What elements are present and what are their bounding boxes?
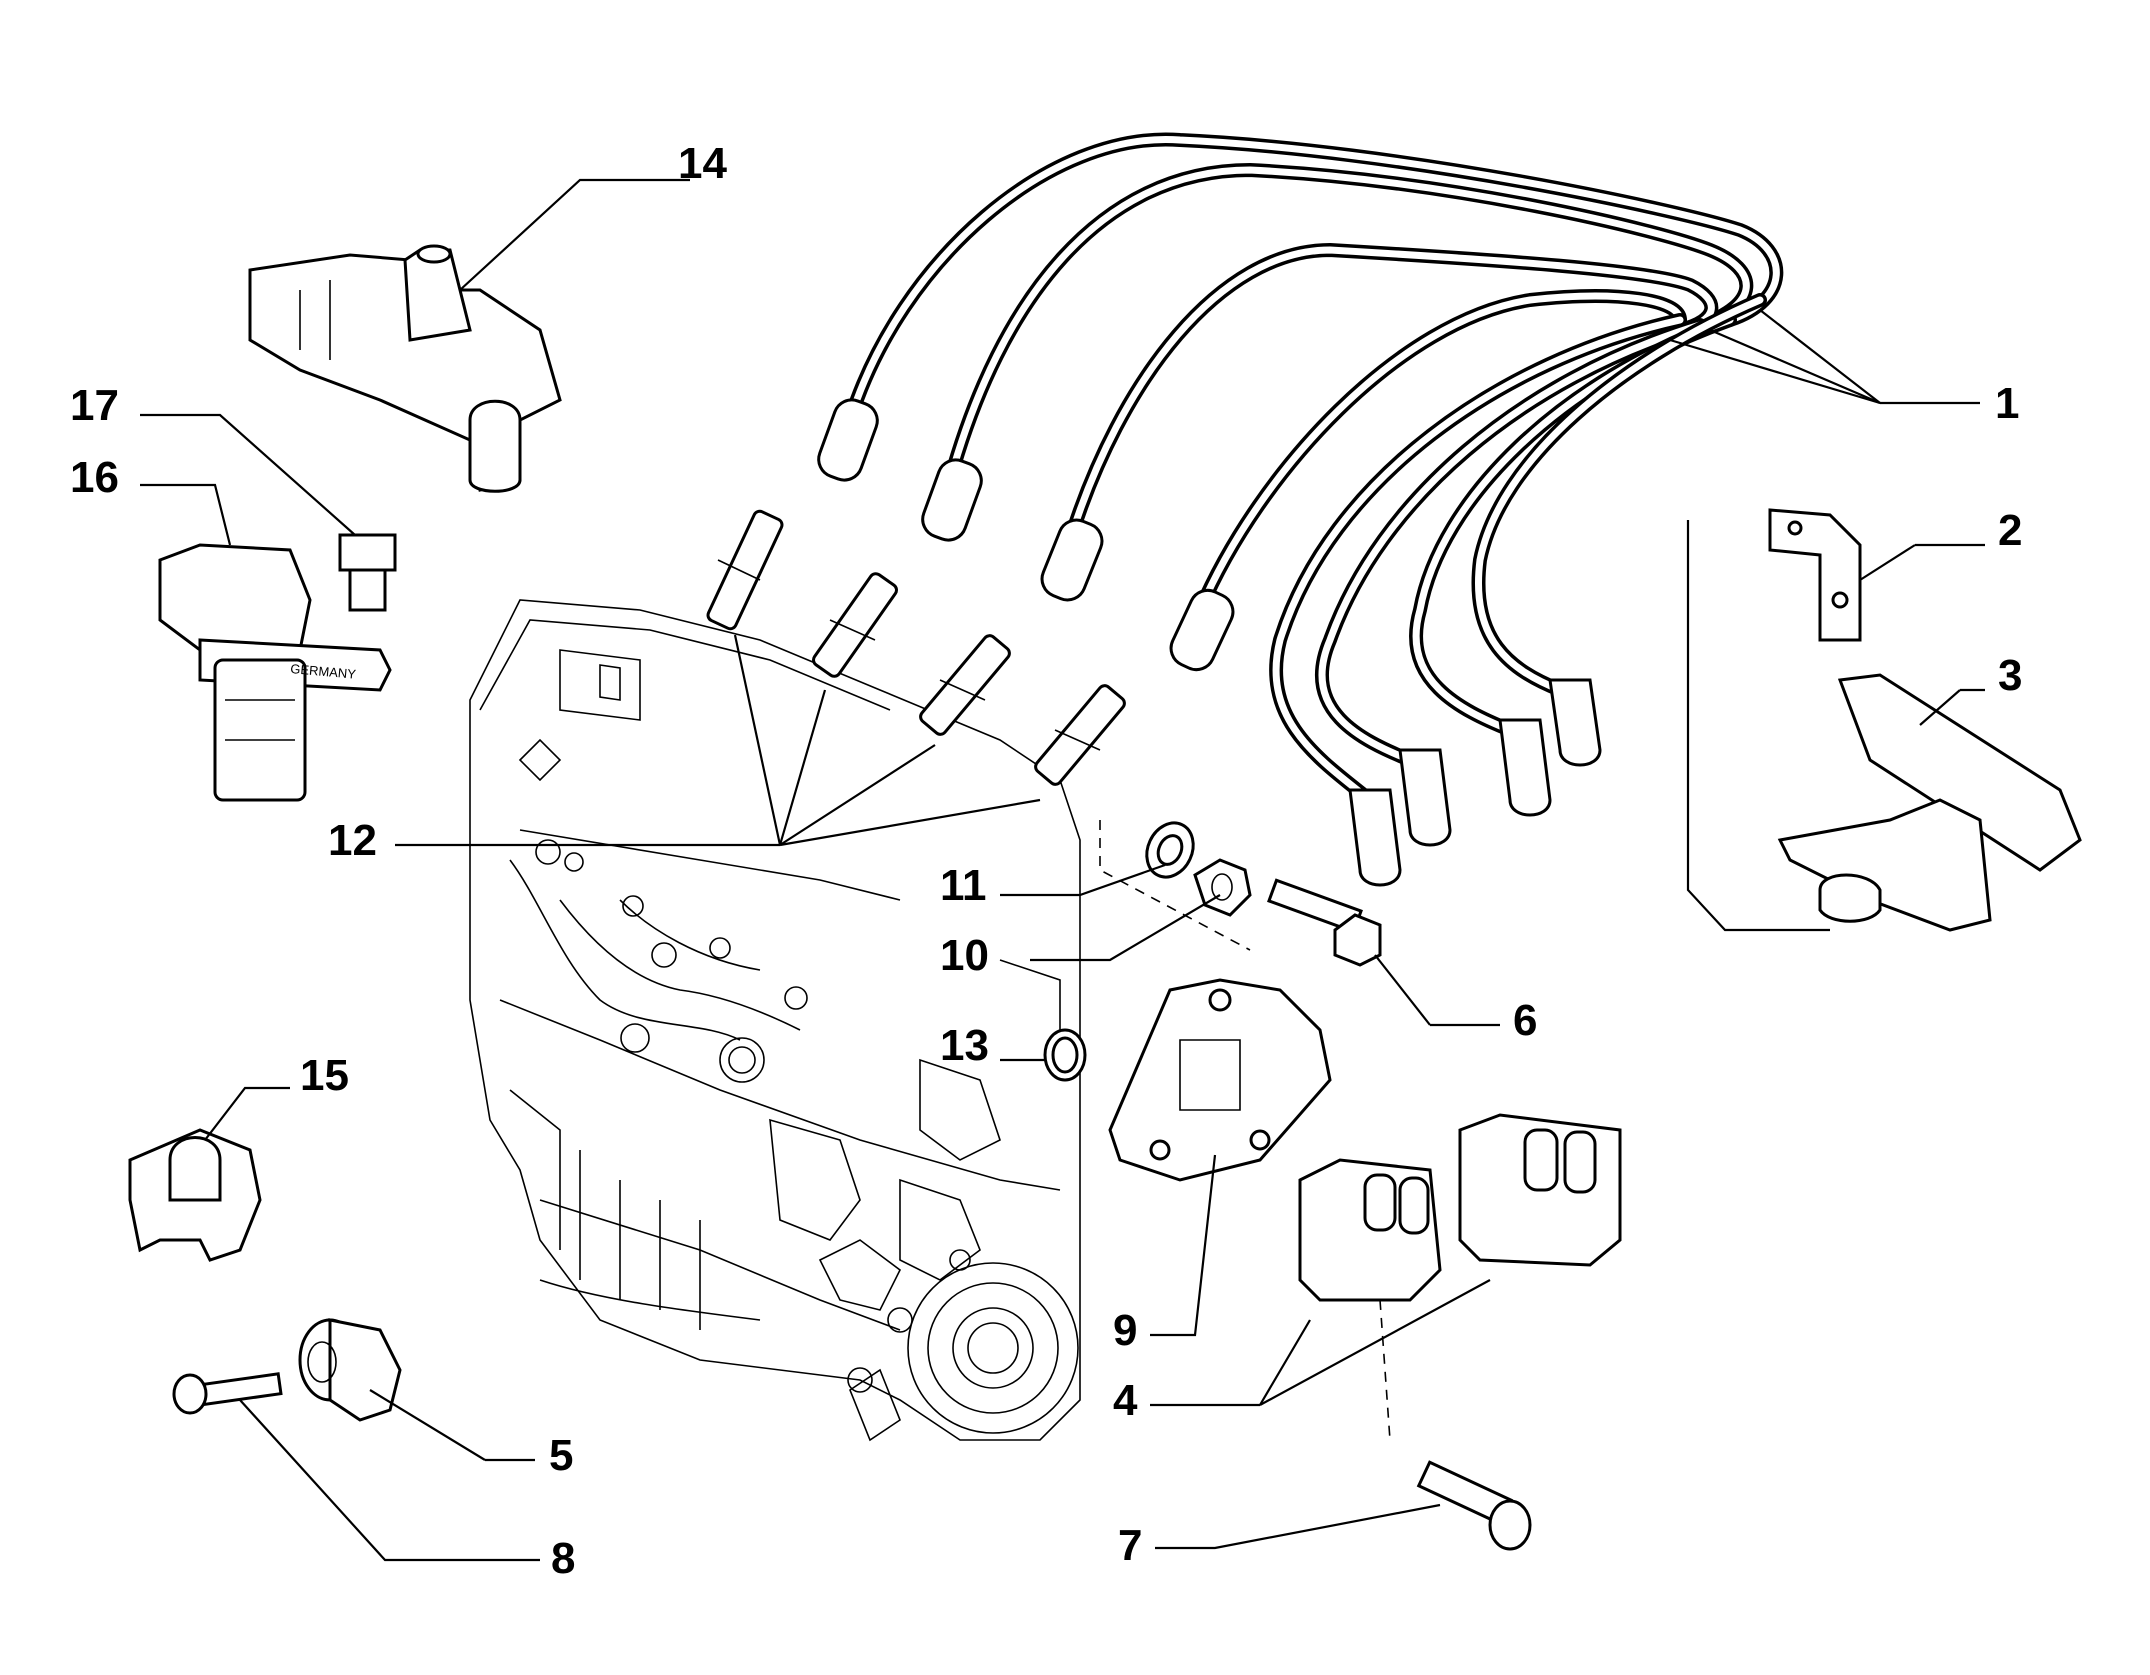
spark-plug xyxy=(919,634,1011,736)
wire-boot xyxy=(1169,588,1235,672)
spark-plug xyxy=(706,509,784,631)
sensor-marking: GERMANY xyxy=(290,661,357,682)
mounting-plate xyxy=(1108,978,1332,1182)
callout-14: 14 xyxy=(678,139,727,188)
sensor-bolt-lower xyxy=(172,1372,283,1415)
hex-nut xyxy=(1193,858,1252,917)
wire-boot xyxy=(1398,748,1452,847)
bracket xyxy=(1768,508,1862,642)
clip-15 xyxy=(128,1128,262,1262)
ignition-coil-right xyxy=(1458,1113,1622,1267)
callout-9: 9 xyxy=(1113,1306,1137,1355)
wire-boot xyxy=(817,398,879,482)
wire-boot xyxy=(1548,678,1602,767)
callout-5: 5 xyxy=(549,1431,573,1480)
engine-block xyxy=(469,599,1081,1442)
callout-11: 11 xyxy=(940,861,987,910)
ignition-wire-set xyxy=(817,132,1784,887)
callout-6: 6 xyxy=(1513,996,1537,1045)
ignition-coil-left xyxy=(1298,1158,1442,1302)
wire-holder xyxy=(1777,673,2082,932)
callout-13: 13 xyxy=(940,1021,989,1070)
washer xyxy=(1145,821,1195,879)
coil-bolt xyxy=(1416,1460,1532,1551)
wire-boot xyxy=(921,458,983,542)
spark-plug xyxy=(812,572,898,678)
knock-sensor xyxy=(298,1318,402,1422)
wire-boot xyxy=(1040,518,1104,602)
coil-cover xyxy=(248,244,562,493)
callout-8: 8 xyxy=(551,1534,575,1583)
leader-lines xyxy=(140,178,1985,1562)
cam-position-sensor: GERMANY xyxy=(158,543,392,802)
wire-boot xyxy=(1348,788,1402,887)
spark-plug xyxy=(1034,684,1126,786)
callout-4: 4 xyxy=(1113,1376,1138,1425)
callout-3: 3 xyxy=(1998,651,2022,700)
o-ring xyxy=(1043,1028,1087,1082)
callout-2: 2 xyxy=(1998,506,2022,555)
callout-15: 15 xyxy=(300,1051,349,1100)
callout-17: 17 xyxy=(70,381,119,430)
callout-16: 16 xyxy=(70,453,119,502)
callout-7: 7 xyxy=(1118,1521,1142,1570)
callout-12: 12 xyxy=(328,816,377,865)
callout-10: 10 xyxy=(940,931,989,980)
sensor-bolt xyxy=(338,533,397,612)
hex-bolt xyxy=(1267,878,1382,967)
wire-boot xyxy=(1498,718,1552,817)
callout-1: 1 xyxy=(1995,379,2019,428)
